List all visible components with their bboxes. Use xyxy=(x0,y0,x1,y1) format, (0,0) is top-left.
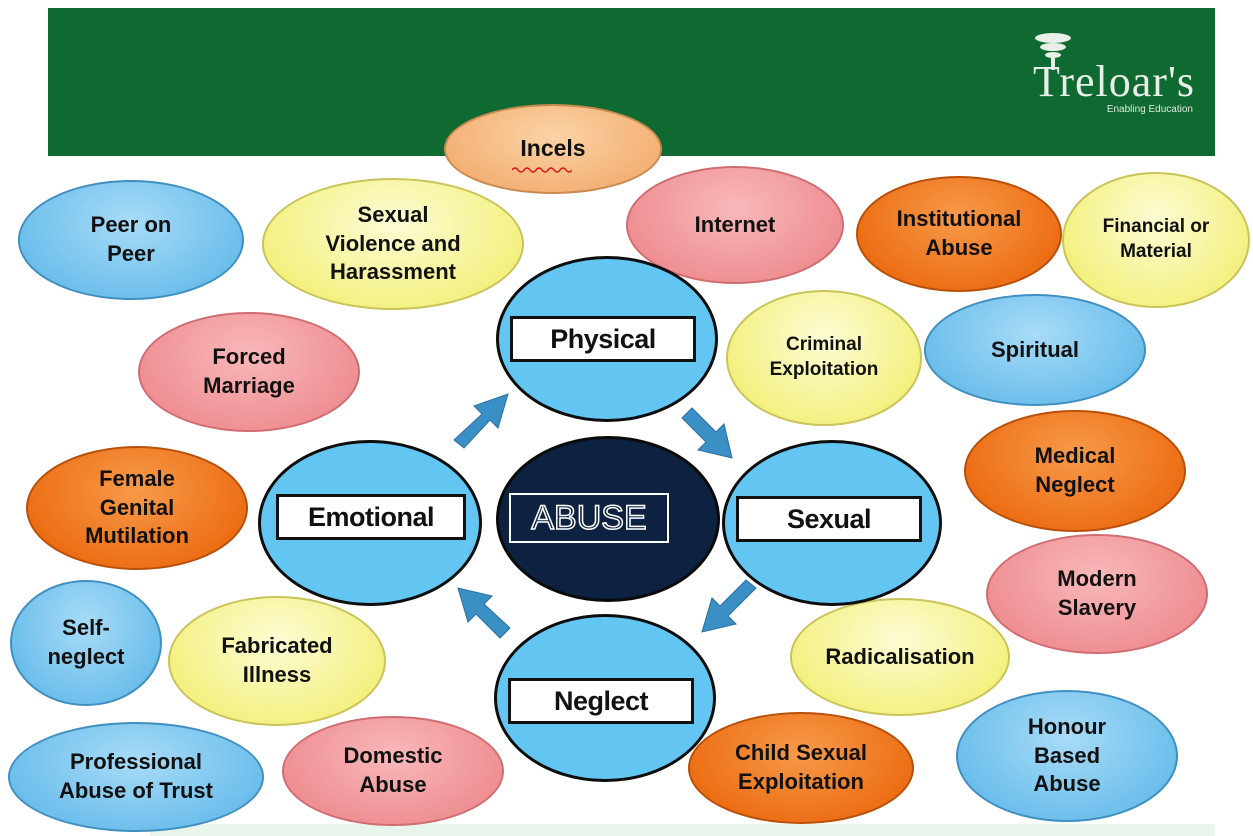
bubble-label: Fabricated Illness xyxy=(221,633,333,687)
arrow-sexual-to-neglect-icon xyxy=(701,579,757,633)
bubble-honour-based-abuse: Honour Based Abuse xyxy=(956,690,1178,822)
bubble-incels: Incels xyxy=(444,104,662,194)
core-emotional-label: Emotional xyxy=(276,494,466,540)
bubble-cse: Child Sexual Exploitation xyxy=(688,712,914,824)
bubble-label: Medical Neglect xyxy=(1034,443,1116,497)
bubble-self-neglect: Self- neglect xyxy=(10,580,162,706)
bubble-label: Financial or Material xyxy=(1102,216,1210,262)
bubble-label: Female Genital Mutilation xyxy=(85,466,189,549)
bubble-fgm: Female Genital Mutilation xyxy=(26,446,248,570)
bubble-label: Forced Marriage xyxy=(203,344,295,398)
treloars-logo: Treloar's Enabling Education xyxy=(1005,33,1195,118)
logo-wordmark: Treloar's xyxy=(1033,57,1195,106)
bubble-domestic-abuse: Domestic Abuse xyxy=(282,716,504,826)
core-sexual-label: Sexual xyxy=(736,496,922,542)
core-neglect-label: Neglect xyxy=(508,678,694,724)
bubble-label: Honour Based Abuse xyxy=(1027,714,1107,797)
arrow-physical-to-sexual-icon xyxy=(681,407,733,459)
core-physical-label: Physical xyxy=(510,316,696,362)
center-abuse-label: ABUSE xyxy=(509,493,669,543)
bubble-modern-slavery: Modern Slavery xyxy=(986,534,1208,654)
bubble-sexual-violence: Sexual Violence and Harassment xyxy=(262,178,524,310)
bubble-label: Child Sexual Exploitation xyxy=(734,740,868,794)
bubble-financial: Financial or Material xyxy=(1062,172,1250,308)
bubble-label: Spiritual xyxy=(990,336,1079,362)
tree-logo-icon xyxy=(1035,33,1071,70)
bubble-medical-neglect: Medical Neglect xyxy=(964,410,1186,532)
spellcheck-underline-icon xyxy=(512,167,572,173)
bubble-label: Professional Abuse of Trust xyxy=(58,749,213,803)
bubble-label: Incels xyxy=(520,135,586,162)
bubble-label: Domestic Abuse xyxy=(343,743,443,797)
bubble-professional-abuse: Professional Abuse of Trust xyxy=(8,722,264,832)
bubble-institutional-abuse: Institutional Abuse xyxy=(856,176,1062,292)
bubble-label: Sexual Violence and Harassment xyxy=(325,202,461,285)
bubble-peer-on-peer: Peer on Peer xyxy=(18,180,244,300)
bubble-label: Modern Slavery xyxy=(1057,566,1137,620)
bubble-internet: Internet xyxy=(626,166,844,284)
bubble-label: Internet xyxy=(694,211,776,237)
bubble-label: Self- neglect xyxy=(47,615,125,669)
logo-tagline: Enabling Education xyxy=(1106,104,1193,115)
bubble-label: Criminal Exploitation xyxy=(769,334,879,380)
bubble-spiritual: Spiritual xyxy=(924,294,1146,406)
arrow-emotional-to-physical-icon xyxy=(453,393,509,449)
footer-strip xyxy=(150,824,1215,836)
bubble-criminal-exploitation: Criminal Exploitation xyxy=(726,290,922,426)
arrow-neglect-to-emotional-icon xyxy=(457,587,511,639)
bubble-label: Institutional Abuse xyxy=(896,206,1022,260)
bubble-forced-marriage: Forced Marriage xyxy=(138,312,360,432)
bubble-fabricated-illness: Fabricated Illness xyxy=(168,596,386,726)
bubble-label: Peer on Peer xyxy=(90,212,172,266)
bubble-radicalisation: Radicalisation xyxy=(790,598,1010,716)
bubble-label: Radicalisation xyxy=(825,643,975,669)
